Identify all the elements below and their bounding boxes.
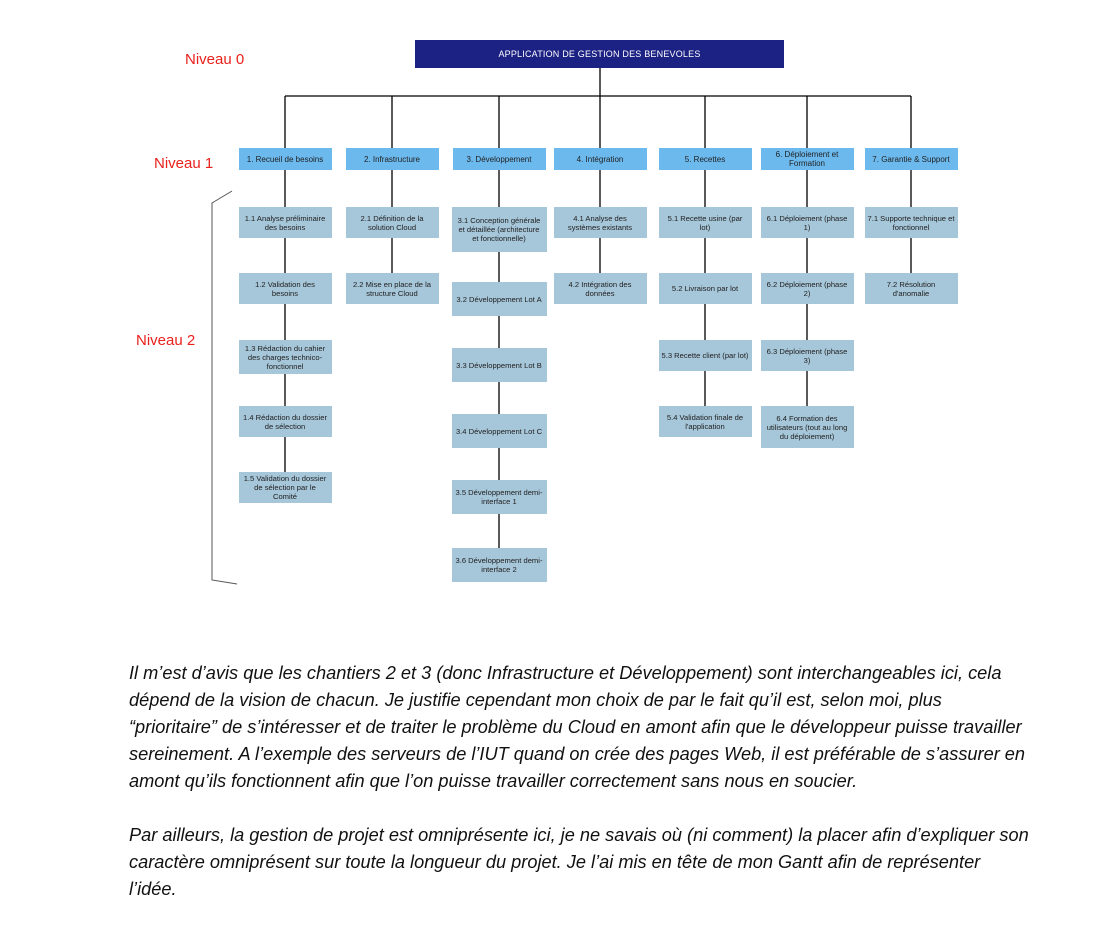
level-2-node: 3.6 Développement demi-interface 2 bbox=[451, 548, 547, 582]
paragraph-2: Par ailleurs, la gestion de projet est o… bbox=[129, 825, 1029, 899]
level-2-node: 5.3 Recette client (par lot) bbox=[658, 340, 752, 371]
level-2-node: 3.4 Développement Lot C bbox=[451, 414, 547, 448]
level-2-bracket bbox=[211, 190, 238, 585]
level-1-node: 1. Recueil de besoins bbox=[238, 148, 332, 170]
level-2-node: 6.3 Déploiement (phase 3) bbox=[760, 340, 854, 371]
level-2-node: 1.4 Rédaction du dossier de sélection bbox=[238, 406, 332, 437]
explanation-text: Il m’est d’avis que les chantiers 2 et 3… bbox=[129, 660, 1029, 903]
level-1-node: 3. Développement bbox=[452, 148, 546, 170]
level-2-node: 7.2 Résolution d'anomalie bbox=[864, 273, 958, 304]
level-2-node: 7.1 Supporte technique et fonctionnel bbox=[864, 207, 958, 238]
level-2-node: 1.3 Rédaction du cahier des charges tech… bbox=[238, 340, 332, 374]
level-2-node: 2.1 Définition de la solution Cloud bbox=[345, 207, 439, 238]
level-2-node: 5.1 Recette usine (par lot) bbox=[658, 207, 752, 238]
level-2-node: 3.1 Conception générale et détaillée (ar… bbox=[451, 207, 547, 252]
level-2-node: 1.5 Validation du dossier de sélection p… bbox=[238, 472, 332, 503]
level-1-node: 6. Déploiement et Formation bbox=[760, 148, 854, 170]
level-2-node: 4.1 Analyse des systèmes existants bbox=[553, 207, 647, 238]
level-1-node: 4. Intégration bbox=[553, 148, 647, 170]
level-2-node: 3.3 Développement Lot B bbox=[451, 348, 547, 382]
level-1-node: 7. Garantie & Support bbox=[864, 148, 958, 170]
level-1-label: Niveau 1 bbox=[154, 155, 214, 172]
level-1-node: 5. Recettes bbox=[658, 148, 752, 170]
level-2-node: 4.2 Intégration des données bbox=[553, 273, 647, 304]
level-2-node: 6.1 Déploiement (phase 1) bbox=[760, 207, 854, 238]
paragraph-1: Il m’est d’avis que les chantiers 2 et 3… bbox=[129, 663, 1026, 791]
level-2-node: 2.2 Mise en place de la structure Cloud bbox=[345, 273, 439, 304]
root-node: APPLICATION DE GESTION DES BENEVOLES bbox=[415, 40, 784, 68]
level-1-node: 2. Infrastructure bbox=[345, 148, 439, 170]
level-2-node: 6.4 Formation des utilisateurs (tout au … bbox=[760, 406, 854, 448]
level-0-label: Niveau 0 bbox=[185, 51, 245, 68]
wbs-diagram: Niveau 0 Niveau 1 Niveau 2 APPLICATION D… bbox=[136, 40, 958, 585]
level-2-node: 5.4 Validation finale de l'application bbox=[658, 406, 752, 437]
level-2-label: Niveau 2 bbox=[136, 332, 196, 349]
level-2-node: 3.5 Développement demi-interface 1 bbox=[451, 480, 547, 514]
level-2-node: 5.2 Livraison par lot bbox=[658, 273, 752, 304]
level-2-node: 1.2 Validation des besoins bbox=[238, 273, 332, 304]
level-2-node: 3.2 Développement Lot A bbox=[451, 282, 547, 316]
level-2-node: 1.1 Analyse préliminaire des besoins bbox=[238, 207, 332, 238]
level-2-node: 6.2 Déploiement (phase 2) bbox=[760, 273, 854, 304]
